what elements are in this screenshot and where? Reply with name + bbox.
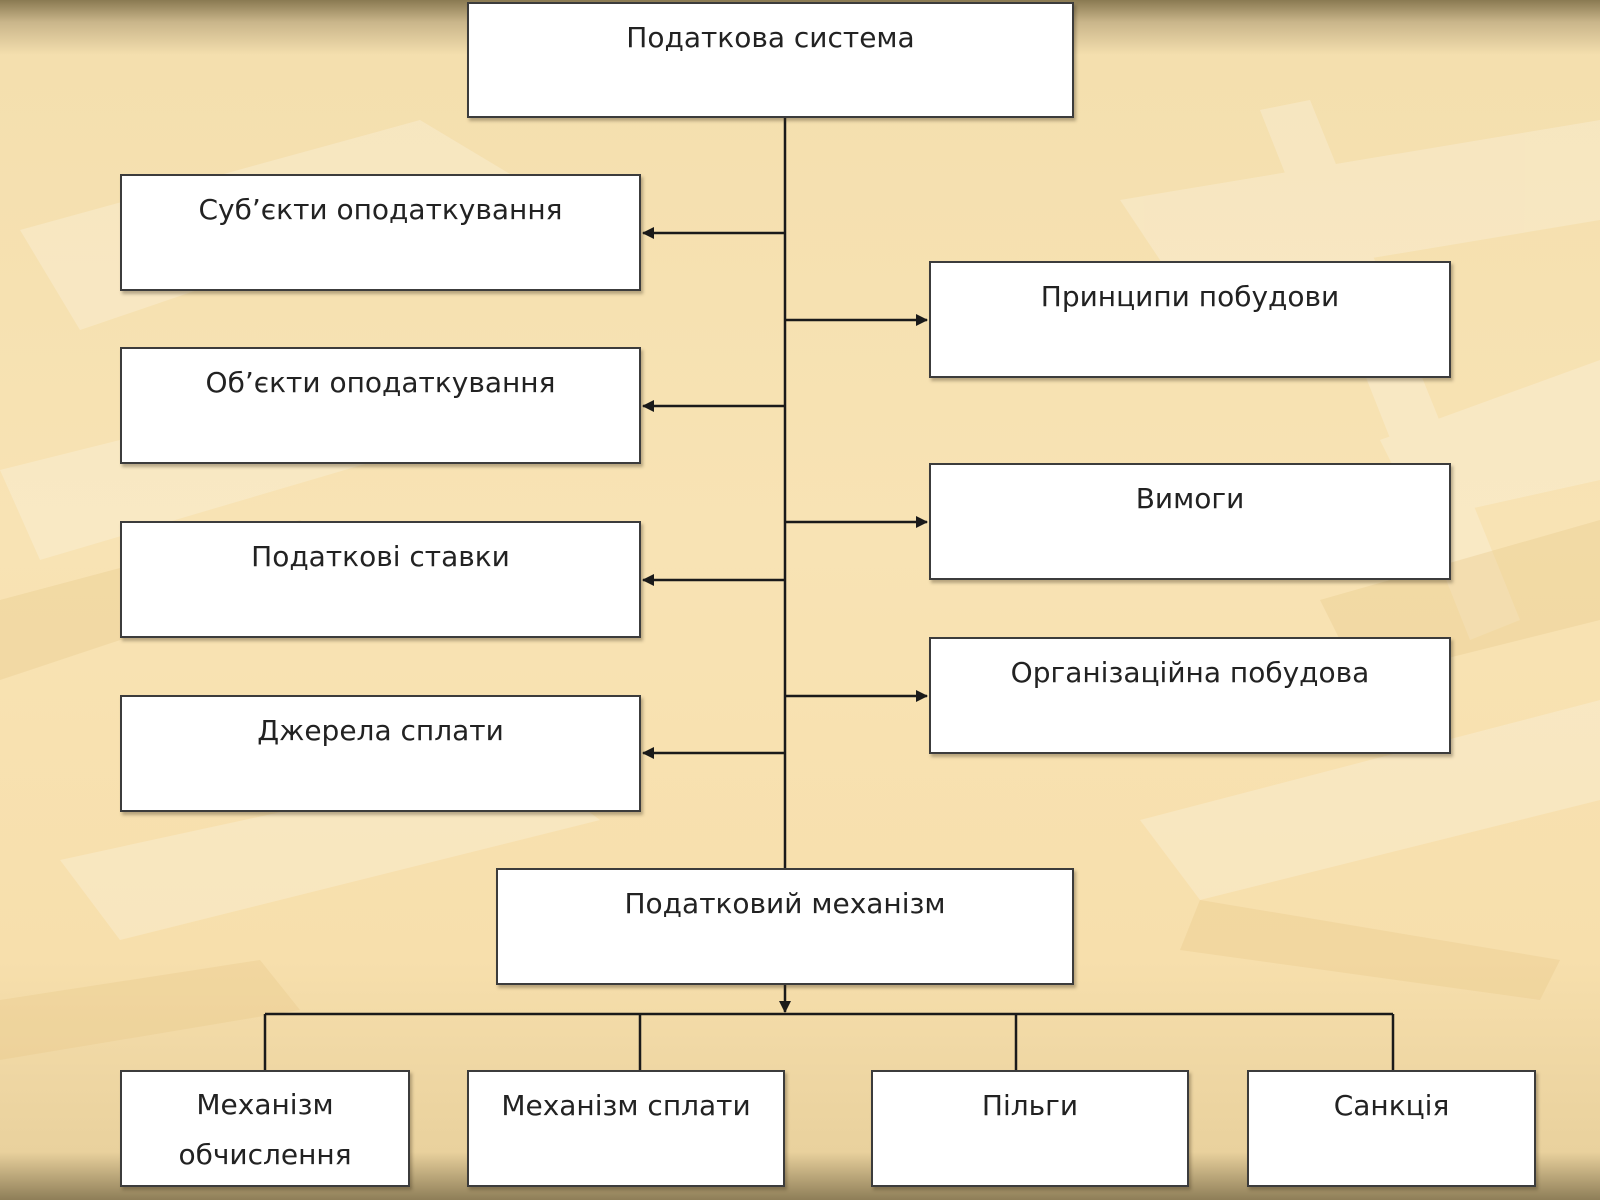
node-child-2: Механізм сплати [467, 1070, 785, 1187]
node-root: Податкова система [467, 2, 1074, 118]
node-mechanism: Податковий механізм [496, 868, 1074, 985]
node-child-1: Механізм обчислення [120, 1070, 410, 1187]
node-child-3: Пільги [871, 1070, 1189, 1187]
node-right-1: Принципи побудови [929, 261, 1451, 378]
node-left-1: Суб’єкти оподаткування [120, 174, 641, 291]
node-left-4: Джерела сплати [120, 695, 641, 812]
node-left-2: Об’єкти оподаткування [120, 347, 641, 464]
node-right-3: Організаційна побудова [929, 637, 1451, 754]
node-left-3: Податкові ставки [120, 521, 641, 638]
node-child-4: Санкція [1247, 1070, 1536, 1187]
node-right-2: Вимоги [929, 463, 1451, 580]
